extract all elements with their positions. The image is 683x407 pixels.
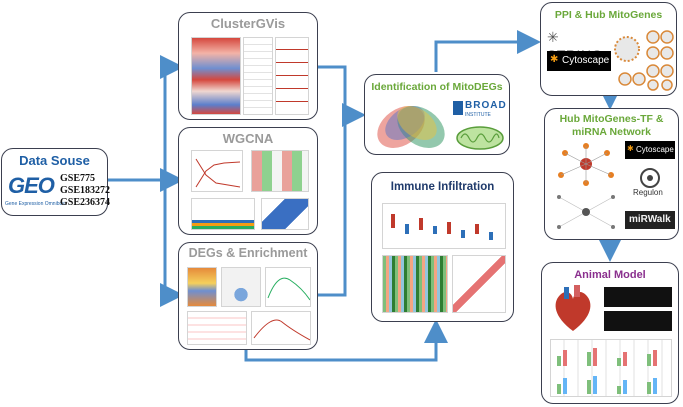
ppi-network: [614, 30, 674, 91]
tf-network: [558, 143, 614, 186]
string-star-icon: ✳: [547, 29, 559, 45]
animal-box: Animal Model: [541, 262, 679, 404]
degs-volcano: [221, 267, 261, 307]
cluster-title: ClusterGVis: [210, 16, 286, 31]
arrow-degs-immune: [244, 319, 448, 362]
geo-logo: GEO: [8, 173, 58, 199]
degs-title: DEGs & Enrichment: [188, 246, 308, 260]
degs-dotplot: [187, 311, 247, 345]
cluster-box: ClusterGVis: [178, 12, 318, 120]
hub-cytoscape-icon: ✱: [627, 144, 634, 153]
regulon-icon: [640, 168, 660, 188]
dataset-1: GSE775: [60, 173, 96, 184]
regulon-logo: Regulon: [625, 167, 675, 199]
ppi-box: PPI & Hub MitoGenes ✳ STRING ✱ Cytoscape: [540, 2, 677, 96]
broad-logo-text: BROAD: [465, 100, 507, 111]
data-source-box: Data Souse GEO Gene Expression Omnibus G…: [1, 148, 111, 216]
degs-box: DEGs & Enrichment: [178, 242, 318, 350]
echo-image-2: [604, 311, 672, 331]
immune-correlation: [452, 255, 506, 313]
wgcna-title: WGCNA: [222, 131, 274, 146]
arrow-cluster-out: [318, 65, 347, 297]
hub-cytoscape-logo: ✱ Cytoscape: [625, 141, 675, 159]
arrow-mito-ppi: [434, 30, 541, 72]
dataset-2: GSE183272: [60, 185, 111, 196]
immune-title: Immune Infiltration: [390, 181, 495, 193]
mito-box: Identification of MitoDEGs BROAD INSTITU…: [364, 74, 510, 155]
degs-enrichment: [251, 311, 311, 345]
dataset-3: GSE236374: [60, 197, 111, 208]
mito-title: Identification of MitoDEGs: [371, 81, 503, 93]
broad-logo: BROAD INSTITUTE: [453, 99, 506, 119]
degs-heatmap: [187, 267, 217, 307]
cluster-lines: [275, 37, 309, 115]
ppi-title: PPI & Hub MitoGenes: [554, 9, 663, 21]
cytoscape-logo-icon: ✱: [550, 54, 559, 65]
cytoscape-logo: ✱ Cytoscape: [547, 51, 611, 71]
wgcna-module-heatmap: [251, 150, 309, 192]
wgcna-scatter: [261, 198, 309, 230]
wgcna-dendrogram: [191, 198, 255, 230]
broad-logo-mark: [453, 101, 463, 115]
animal-title: Animal Model: [574, 269, 646, 281]
data-source-title: Data Souse: [19, 153, 90, 168]
animal-bar-charts: [550, 339, 672, 397]
cluster-annotation: [243, 37, 273, 115]
broad-logo-sub: INSTITUTE: [465, 112, 491, 118]
mirwalk-text: miRWalk: [629, 214, 671, 225]
hub-cytoscape-text: Cytoscape: [636, 145, 674, 154]
mirna-network: [557, 195, 615, 229]
immune-box: Immune Infiltration: [371, 172, 514, 322]
wgcna-box: WGCNA: [178, 127, 318, 235]
geo-logo-text: GEO: [8, 173, 55, 198]
geo-logo-subtitle: Gene Expression Omnibus: [5, 201, 65, 207]
hub-title-line2: miRNA Network: [572, 126, 651, 138]
echo-image-1: [604, 287, 672, 307]
heart-icon: [555, 285, 591, 331]
mirwalk-logo: miRWalk: [625, 211, 675, 229]
immune-stacked-bar: [382, 255, 448, 313]
regulon-text: Regulon: [633, 188, 663, 197]
cytoscape-logo-text: Cytoscape: [562, 55, 610, 66]
mitochondrion-icon: [456, 126, 504, 150]
venn-diagram: [377, 105, 445, 148]
wgcna-scale-plot: [191, 150, 243, 192]
hub-box: Hub MitoGenes-TF & miRNA Network ✱ Cytos…: [544, 108, 679, 240]
immune-boxplot: [382, 203, 506, 249]
string-logo: ✳ STRING: [547, 29, 611, 63]
degs-gsea: [265, 267, 311, 307]
cluster-heatmap: [191, 37, 241, 115]
hub-title-line1: Hub MitoGenes-TF &: [559, 113, 664, 125]
